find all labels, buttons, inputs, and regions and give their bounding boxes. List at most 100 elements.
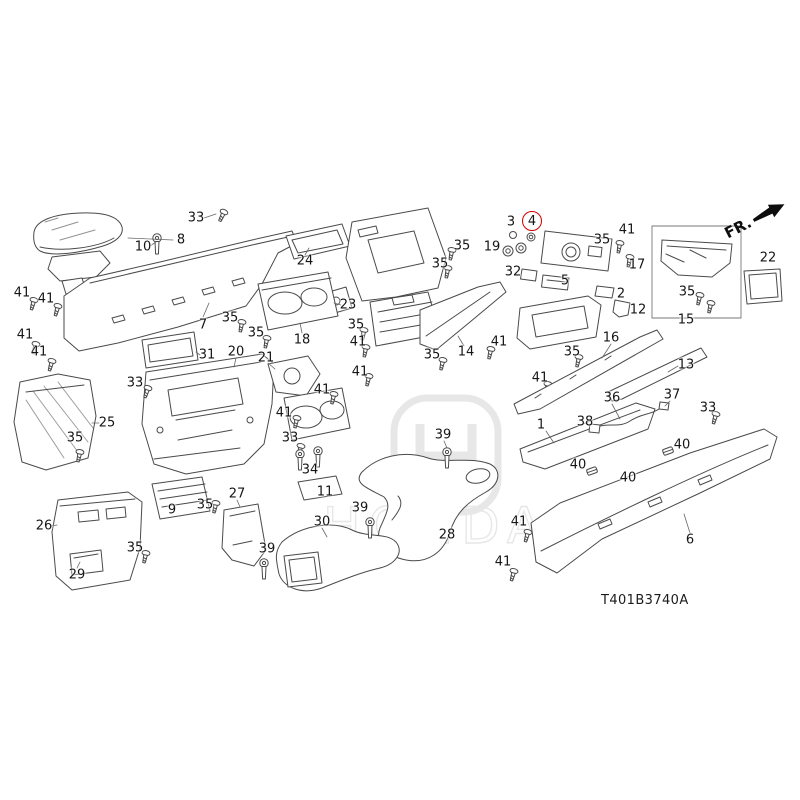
callout-41[interactable]: 41 [510, 514, 528, 530]
callout-21[interactable]: 21 [257, 350, 275, 366]
part-15-tray-box [651, 225, 742, 319]
callout-36[interactable]: 36 [603, 390, 621, 406]
callout-41[interactable]: 41 [16, 327, 34, 343]
part-2-bracket [594, 285, 615, 299]
part-shifter-base [516, 295, 602, 350]
part-19-sockets [502, 242, 527, 257]
callout-10[interactable]: 10 [134, 239, 152, 255]
callout-38[interactable]: 38 [576, 414, 594, 430]
callout-39[interactable]: 39 [351, 500, 369, 516]
callout-41[interactable]: 41 [37, 291, 55, 307]
callout-1[interactable]: 1 [536, 417, 546, 433]
callout-35[interactable]: 35 [247, 325, 265, 341]
callout-35[interactable]: 35 [423, 347, 441, 363]
callout-20[interactable]: 20 [227, 344, 245, 360]
callout-41[interactable]: 41 [349, 334, 367, 350]
callout-33[interactable]: 33 [699, 400, 717, 416]
part-28-duct [358, 454, 499, 562]
callout-41[interactable]: 41 [531, 370, 549, 386]
callout-8[interactable]: 8 [176, 232, 186, 248]
callout-24[interactable]: 24 [296, 253, 314, 269]
fr-direction-indicator: FR. [722, 196, 790, 242]
callout-27[interactable]: 27 [228, 486, 246, 502]
part-22-mat [743, 268, 783, 305]
part-35-outlet-panel [540, 230, 613, 272]
callout-6[interactable]: 6 [685, 532, 695, 548]
callout-31[interactable]: 31 [198, 347, 216, 363]
part-1-rear-trim [519, 402, 656, 470]
part-18-cup-holder [257, 271, 339, 331]
part-25-side-panel [13, 373, 97, 471]
callout-41[interactable]: 41 [494, 554, 512, 570]
callout-33[interactable]: 33 [281, 430, 299, 446]
callout-40[interactable]: 40 [619, 470, 637, 486]
part-20-console-body [141, 353, 275, 475]
callout-15[interactable]: 15 [677, 312, 695, 328]
callout-3[interactable]: 3 [506, 214, 516, 230]
part-11-bracket [297, 475, 343, 501]
part-32-cap [520, 268, 538, 282]
callout-34[interactable]: 34 [301, 462, 319, 478]
callout-35[interactable]: 35 [678, 284, 696, 300]
callout-35[interactable]: 35 [453, 238, 471, 254]
callout-35[interactable]: 35 [66, 430, 84, 446]
diagram-code: T401B3740A [601, 593, 689, 608]
fr-arrow-icon [752, 204, 785, 222]
part-27-pocket [221, 503, 267, 567]
callout-41[interactable]: 41 [30, 344, 48, 360]
callout-4-highlighted[interactable]: 4 [522, 211, 542, 231]
callout-9[interactable]: 9 [167, 502, 177, 518]
callout-41[interactable]: 41 [351, 364, 369, 380]
part-31-tray [141, 331, 199, 369]
callout-41[interactable]: 41 [13, 285, 31, 301]
callout-40[interactable]: 40 [673, 437, 691, 453]
callout-12[interactable]: 12 [629, 302, 647, 318]
callout-41[interactable]: 41 [618, 222, 636, 238]
callout-22[interactable]: 22 [759, 250, 777, 266]
callout-35[interactable]: 35 [196, 497, 214, 513]
callout-7[interactable]: 7 [198, 317, 208, 333]
callout-41[interactable]: 41 [275, 405, 293, 421]
callout-35[interactable]: 35 [431, 256, 449, 272]
callout-11[interactable]: 11 [316, 484, 334, 500]
callout-26[interactable]: 26 [35, 518, 53, 534]
callout-16[interactable]: 16 [602, 330, 620, 346]
callout-40[interactable]: 40 [569, 457, 587, 473]
callout-37[interactable]: 37 [663, 387, 681, 403]
callout-29[interactable]: 29 [68, 567, 86, 583]
part-16-strip [513, 329, 664, 415]
callout-28[interactable]: 28 [438, 527, 456, 543]
callout-35[interactable]: 35 [126, 540, 144, 556]
callout-35[interactable]: 35 [347, 317, 365, 333]
callout-30[interactable]: 30 [313, 514, 331, 530]
part-7-side-panel [63, 230, 298, 352]
callout-13[interactable]: 13 [677, 357, 695, 373]
callout-5[interactable]: 5 [560, 273, 570, 289]
callout-35[interactable]: 35 [593, 232, 611, 248]
callout-14[interactable]: 14 [457, 344, 475, 360]
part-21-holder [267, 355, 321, 397]
callout-39[interactable]: 39 [258, 541, 276, 557]
part-14-bracket [419, 281, 507, 351]
callout-33[interactable]: 33 [126, 375, 144, 391]
callout-17[interactable]: 17 [628, 257, 646, 273]
callout-18[interactable]: 18 [293, 332, 311, 348]
callout-35[interactable]: 35 [221, 310, 239, 326]
callout-25[interactable]: 25 [98, 415, 116, 431]
callout-23[interactable]: 23 [339, 297, 357, 313]
callout-39[interactable]: 39 [434, 427, 452, 443]
callout-35[interactable]: 35 [563, 344, 581, 360]
callout-2[interactable]: 2 [616, 286, 626, 302]
callout-41[interactable]: 41 [490, 334, 508, 350]
part-3-bulb [509, 231, 517, 239]
part-26-rear-panel [51, 491, 143, 591]
callout-32[interactable]: 32 [504, 264, 522, 280]
callout-41[interactable]: 41 [313, 382, 331, 398]
part-4-socket [526, 232, 536, 242]
callout-33[interactable]: 33 [187, 210, 205, 226]
part-12-bracket [612, 299, 631, 318]
callout-19[interactable]: 19 [483, 239, 501, 255]
